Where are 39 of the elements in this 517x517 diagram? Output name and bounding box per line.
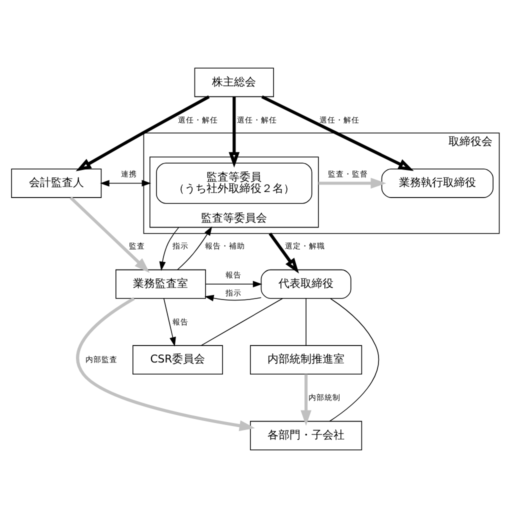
arrow xyxy=(318,177,386,188)
node-box: 内部統制推進室 xyxy=(250,344,362,374)
edge-label: 指示 xyxy=(172,241,188,250)
edge-label: 内部監査 xyxy=(86,354,118,364)
arrow xyxy=(76,94,210,171)
arrow xyxy=(205,280,262,287)
arrow xyxy=(300,374,312,426)
edge-label: 指示 xyxy=(226,288,242,297)
arrow xyxy=(228,96,240,168)
edge-label: 監査 xyxy=(129,241,146,250)
arrow xyxy=(76,296,255,431)
edge-label: 報告・補助 xyxy=(205,241,246,250)
connector xyxy=(200,298,283,346)
arrow xyxy=(70,196,150,272)
edge-label: 選任・解任 xyxy=(236,115,277,124)
edge-label: 選任・解任 xyxy=(320,115,360,124)
edge-label: 選定・解職 xyxy=(284,241,325,250)
edge-label: 報告 xyxy=(226,270,242,280)
node-box: 株主総会 xyxy=(194,67,274,97)
edge-label: 内部統制 xyxy=(308,392,340,402)
edge-label: 監査・監督 xyxy=(328,169,368,178)
node-box: 各部門・子会社 xyxy=(250,420,362,450)
edge-label: 選任・解任 xyxy=(178,115,218,124)
node-box: 監査等委員 （うち社外取締役２名） xyxy=(156,162,312,204)
arrow xyxy=(163,298,176,346)
arrow xyxy=(159,226,180,270)
arrow xyxy=(268,232,299,274)
node-box: 会計監査人 xyxy=(11,168,102,198)
edge-label: 報告 xyxy=(172,316,188,326)
node-box: CSR委員会 xyxy=(132,344,223,374)
connector xyxy=(329,298,380,422)
arrow xyxy=(100,180,152,186)
node-box: 業務監査室 xyxy=(116,268,206,298)
arrow xyxy=(261,94,414,170)
edge-label: 連携 xyxy=(121,169,138,178)
arrow xyxy=(177,226,212,270)
node-box: 業務執行取締役 xyxy=(381,168,494,198)
arrow xyxy=(204,294,262,301)
node-box: 代表取締役 xyxy=(260,268,352,298)
